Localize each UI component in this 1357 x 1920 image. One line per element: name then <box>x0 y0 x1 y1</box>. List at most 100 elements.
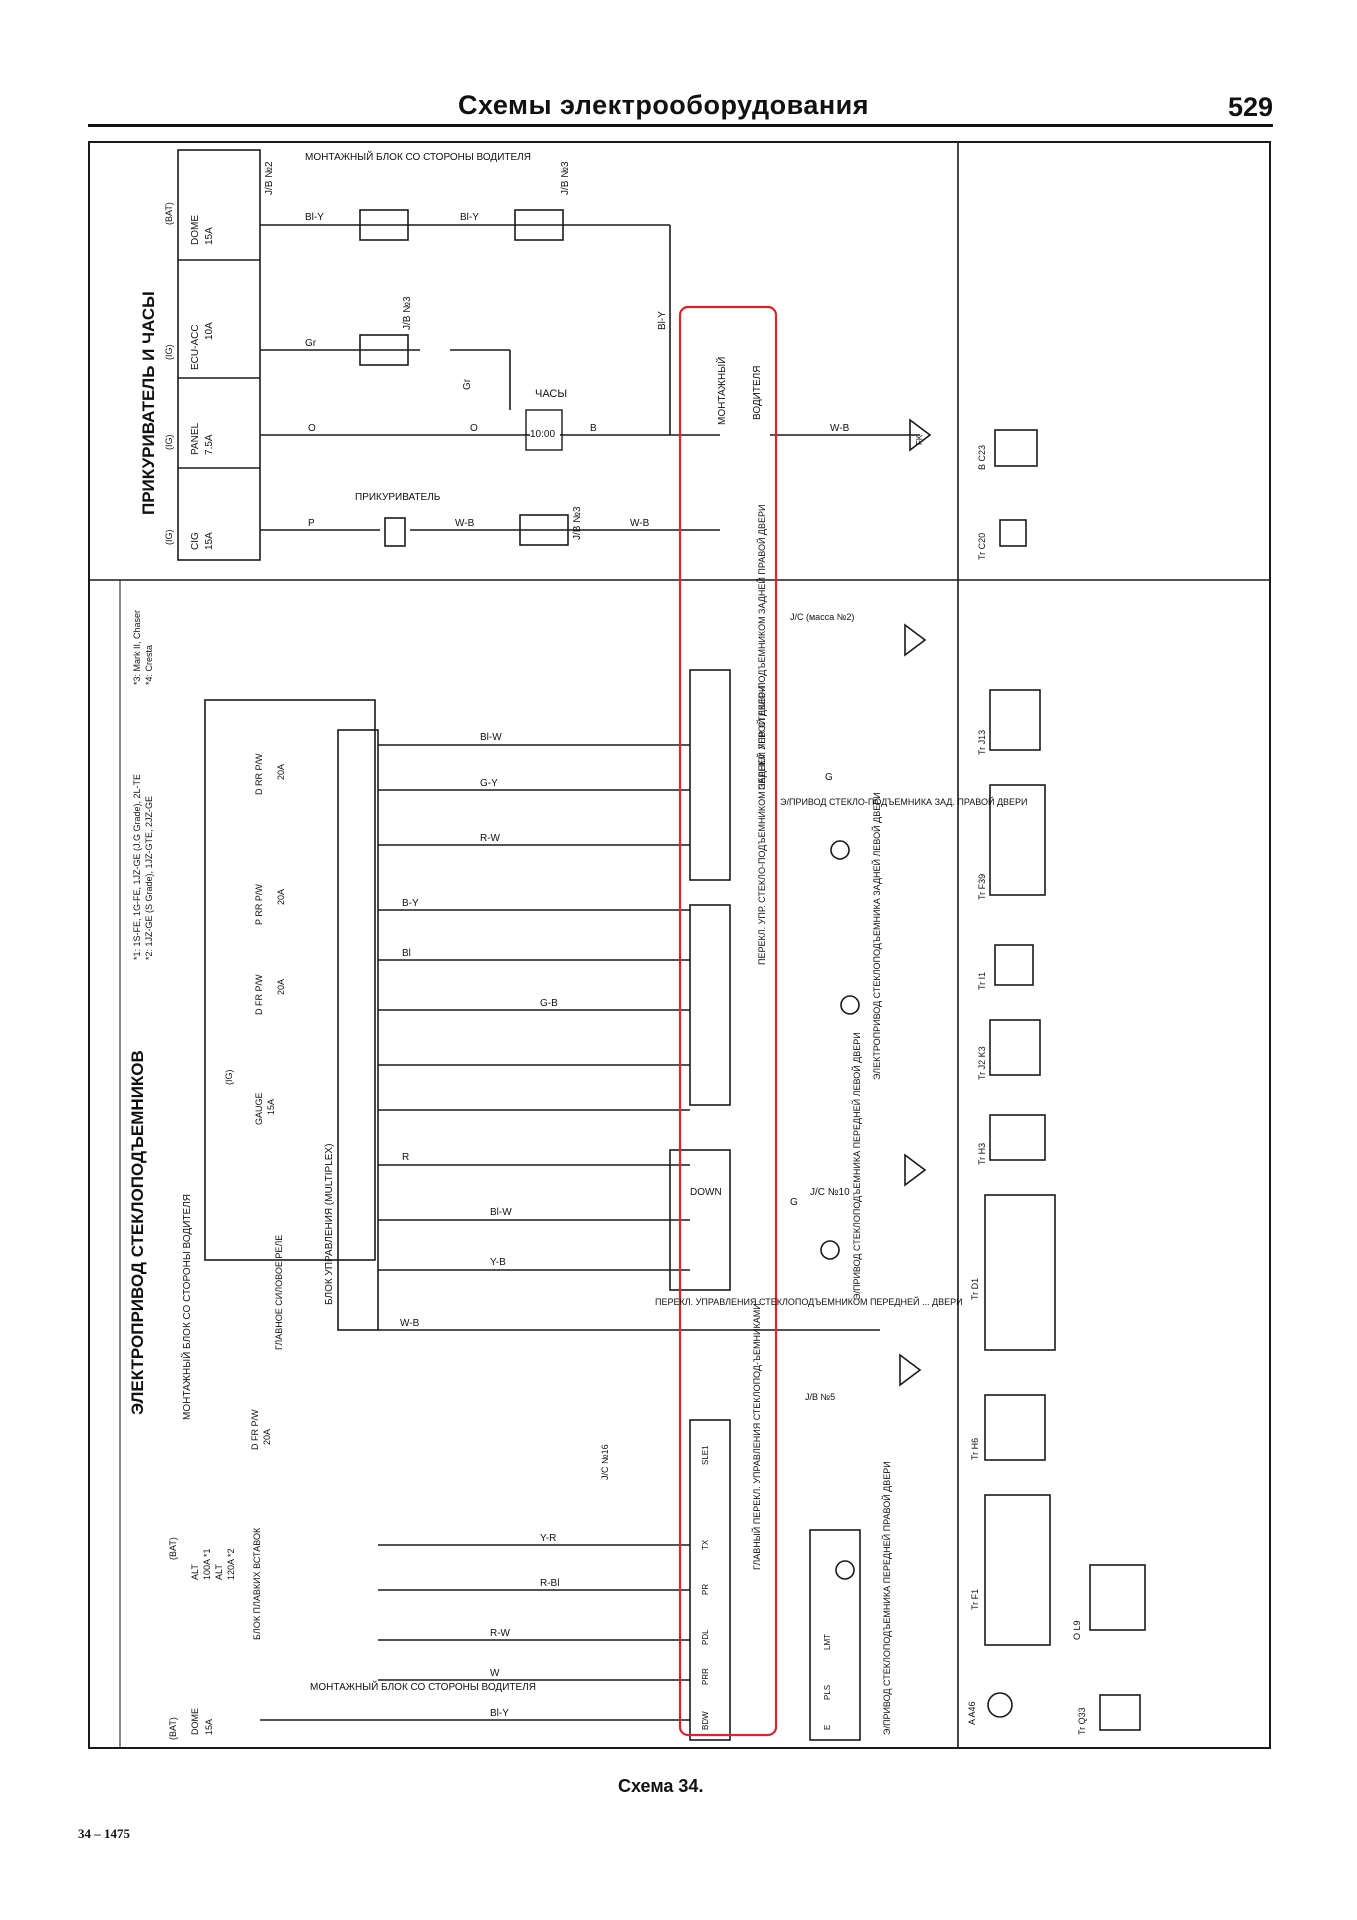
lower-fuse-d-rr: D RR P/W <box>254 753 264 795</box>
lower-fuse-p-rr: P RR P/W <box>254 884 264 925</box>
fr-left-motor-label: Э/ПРИВОД СТЕКЛОПОДЪЕМНИКА ПЕРЕДНЕЙ ЛЕВОЙ… <box>851 1032 862 1300</box>
conn-i1 <box>994 944 1034 986</box>
rr-right-switch-block <box>689 669 731 881</box>
wire-g-2: G <box>790 1197 798 1208</box>
conn-l9 <box>1089 1564 1146 1631</box>
fr-right-motor-label: Э/ПРИВОД СТЕКЛОПОДЪЕМНИКА ПЕРЕДНЕЙ ПРАВО… <box>881 1461 892 1735</box>
conn-a46 <box>987 1692 1013 1718</box>
pin-pdl: PDL <box>701 1629 710 1645</box>
lower-fuse-gauge-src: (IG) <box>224 1070 234 1086</box>
upper-wire-o-2: O <box>470 423 478 434</box>
upper-fuse-panel-rating: 7.5A <box>204 434 215 455</box>
upper-section-title: ПРИКУРИВАТЕЛЬ И ЧАСЫ <box>139 291 158 515</box>
power-relay-label: ГЛАВНОЕ СИЛОВОЕ РЕЛЕ <box>274 1235 284 1350</box>
upper-wire-wb-1: W-B <box>455 518 475 529</box>
jc10-label: J/C №10 <box>810 1187 850 1198</box>
upper-fuse-ecu: ECU-ACC <box>190 324 201 370</box>
rr-left-motor-label: ЭЛЕКТРОПРИВОД СТЕКЛОПОДЪЕМНИКА ЗАДНЕЙ ЛЕ… <box>871 792 882 1080</box>
upper-wire-b: B <box>590 423 597 434</box>
pin-lmt: LMT <box>823 1634 832 1650</box>
upper-jb3-label-2: J/B №3 <box>402 296 413 330</box>
lower-fuse-alt-src: (BAT) <box>168 1537 178 1560</box>
ground-lower-3 <box>899 1353 922 1387</box>
lower-fuse-gauge-rating: 15A <box>266 1099 276 1115</box>
pin-pls: PLS <box>823 1685 832 1700</box>
conn-label-l9: O L9 <box>1072 1620 1082 1640</box>
upper-fuse-block <box>177 149 261 561</box>
rr-right-motor-label: Э/ПРИВОД СТЕКЛО-ПОДЪЕМНИКА ЗАД. ПРАВОЙ Д… <box>780 796 1028 807</box>
upper-wire-bly-1: Bl-Y <box>305 212 324 223</box>
wire-w-b: W-B <box>400 1318 420 1329</box>
note-4: *4: Cresta <box>144 645 154 685</box>
lighter-label: ПРИКУРИВАТЕЛЬ <box>355 492 441 503</box>
wire-bl-y: Bl-Y <box>490 1708 509 1719</box>
wire-y-b: Y-B <box>490 1257 506 1268</box>
jb-connector-upper-3 <box>359 334 409 366</box>
pin-e: E <box>823 1725 832 1730</box>
wire-g: G <box>825 772 833 783</box>
lower-section-title: ЭЛЕКТРОПРИВОД СТЕКЛОПОДЪЕМНИКОВ <box>128 1050 147 1415</box>
wire-g-b: G-B <box>540 998 558 1009</box>
ground-lower-1 <box>904 623 927 657</box>
conn-d1 <box>984 1194 1056 1351</box>
conn-c20 <box>999 519 1027 547</box>
fusible-links-label: БЛОК ПЛАВКИХ ВСТАВОК <box>252 1527 262 1640</box>
wire-r-w-2: R-W <box>490 1628 511 1639</box>
upper-assembly-short: МОНТАЖНЫЙ <box>715 357 728 425</box>
highlight-box <box>678 305 778 1737</box>
wire-r-w: R-W <box>480 833 501 844</box>
jb-connector-upper-2 <box>514 209 564 241</box>
conn-q33 <box>1099 1694 1141 1731</box>
upper-jb3-label-3: J/B №3 <box>572 506 583 540</box>
lower-fuse-d-fr-2-rating: 20A <box>262 1429 272 1445</box>
jb-connector-upper-1 <box>359 209 409 241</box>
conn-label-q33: Tr Q33 <box>1077 1707 1087 1735</box>
wire-g-y: G-Y <box>480 778 498 789</box>
upper-fuse-cig-rating: 15A <box>204 532 215 550</box>
fr-switch-label: ПЕРЕКЛ. УПРАВЛЕНИЯ СТЕКЛОПОДЪЕМНИКОМ ПЕР… <box>655 1296 963 1307</box>
wire-y-r: Y-R <box>540 1533 556 1544</box>
upper-wire-gr-1: Gr <box>305 338 317 349</box>
upper-assembly-block-label: МОНТАЖНЫЙ БЛОК СО СТОРОНЫ ВОДИТЕЛЯ <box>305 150 531 163</box>
conn-label-d1: Tr D1 <box>970 1278 980 1300</box>
wire-w: W <box>490 1668 500 1679</box>
pin-tx: TX <box>701 1539 710 1550</box>
mass-jc-label: J/C (масса №2) <box>790 612 854 622</box>
conn-label-c20: Tr C20 <box>977 533 987 560</box>
upper-wire-gr-2: Gr <box>462 378 473 390</box>
conn-f39 <box>989 784 1046 896</box>
jb5-label: J/B №5 <box>805 1392 835 1402</box>
fr-right-motor-symbol <box>835 1560 855 1580</box>
conn-label-a46: A A46 <box>967 1701 977 1725</box>
conn-h6 <box>984 1394 1046 1461</box>
upper-fuse-ecu-rating: 10A <box>204 322 215 340</box>
pin-bdw: BDW <box>701 1711 710 1730</box>
upper-src-bat: (BAT) <box>164 202 174 225</box>
lower-multiplex-label: БЛОК УПРАВЛЕНИЯ (MULTIPLEX) <box>324 1144 335 1305</box>
schematic-frame <box>88 141 1271 1749</box>
figure-caption: Схема 34. <box>618 1776 704 1796</box>
wire-bl: Bl <box>402 948 411 959</box>
fr-left-motor-symbol <box>820 1240 840 1260</box>
clock-display: 10:00 <box>530 429 555 440</box>
conn-j2 <box>989 1019 1041 1076</box>
conn-label-h6: Tr H6 <box>970 1438 980 1460</box>
pin-pr: PR <box>701 1584 710 1595</box>
lower-fuse-block <box>204 699 376 1261</box>
upper-fuse-panel: PANEL <box>190 423 201 455</box>
clock-label: ЧАСЫ <box>535 388 567 400</box>
lower-fuse-d-rr-rating: 20A <box>276 764 286 780</box>
lower-fuse-d-fr-2: D FR P/W <box>250 1409 260 1450</box>
wire-r-bl: R-Bl <box>540 1578 559 1589</box>
upper-fuse-dome-rating: 15A <box>204 227 215 245</box>
conn-j13 <box>989 689 1041 751</box>
upper-wire-bly-2: Bl-Y <box>460 212 479 223</box>
conn-label-j13: Tr J13 <box>977 730 987 755</box>
wire-r: R <box>402 1152 409 1163</box>
jb-connector-upper-4 <box>519 514 569 546</box>
upper-ground-fk: FK <box>915 434 924 445</box>
upper-src-ig3: (IG) <box>164 530 174 546</box>
note-3: *3: Mark II, Chaser <box>132 610 142 685</box>
conn-h3 <box>989 1114 1046 1161</box>
